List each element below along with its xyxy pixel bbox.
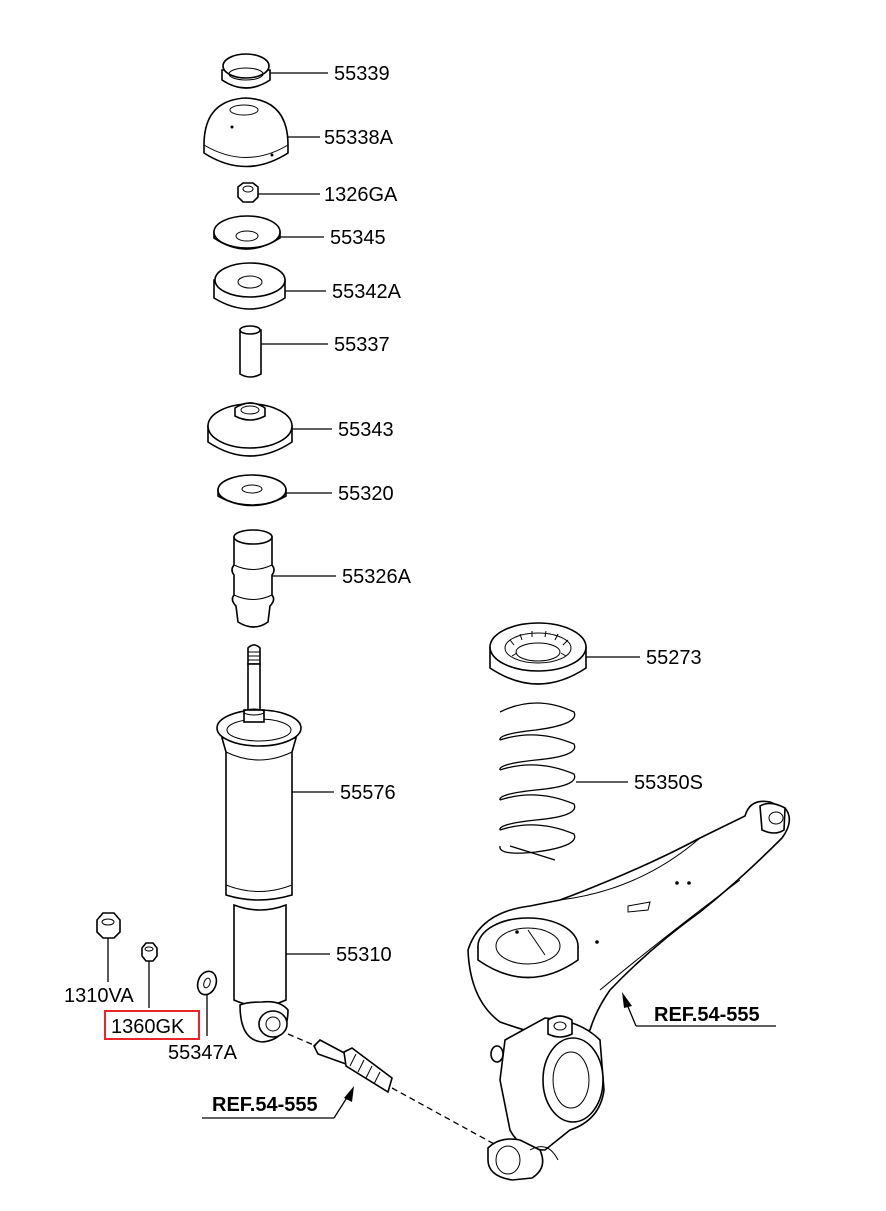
label-55339[interactable]: 55339 — [334, 63, 390, 85]
label-55345[interactable]: 55345 — [330, 227, 386, 249]
part-55326A-bump-stopper[interactable] — [231, 529, 275, 628]
part-shock-rod — [247, 644, 261, 711]
part-55576-dust-boot[interactable] — [216, 708, 302, 901]
part-mounting-bolt — [313, 1039, 393, 1094]
part-55350S-coil-spring[interactable] — [499, 702, 576, 861]
ref-bottom[interactable]: REF.54-555 — [202, 1086, 354, 1119]
highlight-1360GK — [104, 1010, 200, 1040]
label-1360GK[interactable]: 1360GK — [111, 1016, 185, 1038]
bolt-axis-right — [391, 1087, 497, 1146]
bolt-axis-left — [287, 1033, 317, 1047]
part-55347A-washer[interactable] — [194, 969, 219, 998]
part-1310VA-nut[interactable] — [96, 912, 121, 939]
ref-bottom-leader — [333, 1095, 349, 1119]
label-55326A[interactable]: 55326A — [342, 566, 412, 588]
part-55338A-dome[interactable] — [203, 97, 289, 168]
label-55337[interactable]: 55337 — [334, 334, 390, 356]
part-55273-spring-seat[interactable] — [489, 622, 587, 685]
part-55337-collar[interactable] — [239, 325, 262, 378]
part-55310-shock-body[interactable] — [233, 903, 289, 1043]
label-55320[interactable]: 55320 — [338, 483, 394, 505]
label-55273[interactable]: 55273 — [646, 647, 702, 669]
ref-bottom-label[interactable]: REF.54-555 — [212, 1094, 318, 1116]
part-55345-washer[interactable] — [213, 215, 281, 250]
label-55350S[interactable]: 55350S — [634, 772, 703, 794]
label-1310VA[interactable]: 1310VA — [64, 985, 134, 1007]
ref-right-label[interactable]: REF.54-555 — [654, 1004, 760, 1026]
ref-bottom-arrow-icon — [344, 1086, 354, 1102]
part-lower-control-arm — [467, 800, 791, 1041]
label-55310[interactable]: 55310 — [336, 944, 392, 966]
label-55576[interactable]: 55576 — [340, 782, 396, 804]
part-knuckle-hub — [487, 1015, 605, 1181]
ref-right-arrow-icon — [622, 992, 632, 1008]
part-55343-insulator[interactable] — [207, 402, 293, 457]
part-55342A-insulator[interactable] — [213, 262, 286, 310]
label-55338A[interactable]: 55338A — [324, 127, 394, 149]
label-55347A[interactable]: 55347A — [168, 1042, 238, 1064]
part-55320-washer[interactable] — [217, 474, 287, 507]
label-55343[interactable]: 55343 — [338, 419, 394, 441]
ref-right[interactable]: REF.54-555 — [622, 992, 776, 1027]
part-1326GA-nut[interactable] — [237, 182, 259, 203]
label-1326GA[interactable]: 1326GA — [324, 184, 398, 206]
part-1360GK-nut[interactable] — [141, 942, 158, 962]
part-55339-cap[interactable] — [221, 53, 271, 89]
label-55342A[interactable]: 55342A — [332, 281, 402, 303]
